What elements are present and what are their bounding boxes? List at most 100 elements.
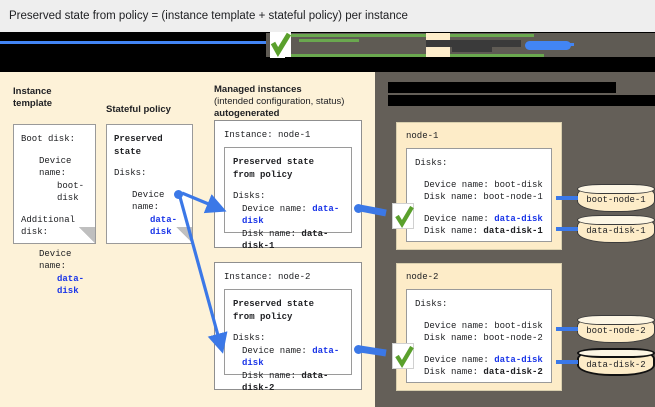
disks-label-node-1: Disks: — [233, 191, 266, 201]
header-check-backdrop — [270, 32, 292, 58]
disk-cylinder-data-disk-2: data-disk-2 — [577, 348, 655, 376]
policy-device-name-label: Device name: — [132, 189, 165, 213]
running-boot-disk-label-1: Disk name: — [424, 192, 479, 202]
disk-label-boot-node-1: boot-node-1 — [586, 195, 646, 205]
header-green-rule-short — [299, 39, 359, 42]
additional-device-name-value: data-disk — [57, 273, 85, 297]
heading-stateful-policy: Stateful policy — [106, 104, 171, 115]
running-boot-disk-value-2: boot-node-2 — [483, 333, 543, 343]
connector-data-disk-1 — [556, 227, 578, 231]
preserved-state-box-node-2: Preserved state from policy Disks: Devic… — [224, 289, 352, 393]
device-name-row-node-1: Device name: data-disk — [233, 203, 343, 228]
running-boot-disk-row-2: Disk name: boot-node-2 — [415, 332, 543, 345]
disk-name-label-node-1: Disk name: — [242, 228, 297, 239]
spacer — [114, 158, 185, 167]
running-data-disk-value-1: data-disk-1 — [483, 226, 543, 236]
connector-boot-node-2 — [556, 327, 578, 331]
running-boot-disk-row-1: Disk name: boot-node-1 — [415, 191, 543, 204]
running-boot-disk-label-2: Disk name: — [424, 333, 479, 343]
disk-cylinder-data-disk-1: data-disk-1 — [577, 215, 655, 243]
instance-template-card: Boot disk: Device name: boot-disk Additi… — [13, 124, 96, 296]
cylinder-lid — [577, 184, 655, 194]
running-boot-device-label-1: Device name: — [424, 179, 489, 190]
green-check-icon — [395, 346, 414, 368]
device-name-value-node-2: data-disk — [242, 345, 340, 369]
page-fold-corner — [176, 227, 193, 244]
green-check-icon — [270, 32, 292, 57]
disk-name-row-node-2: Disk name: data-disk-2 — [233, 370, 343, 395]
boot-disk-label: Boot disk: — [21, 134, 76, 144]
header-black-cap — [285, 57, 655, 72]
policy-disks-label: Disks: — [114, 168, 147, 178]
running-data-disk-row-2: Disk name: data-disk-2 — [415, 366, 543, 379]
running-node-name-2: node-2 — [406, 272, 439, 282]
device-name-label-node-1: Device name: — [242, 203, 307, 214]
running-node-name-1: node-1 — [406, 131, 439, 141]
page-fold-corner — [79, 227, 96, 244]
disk-name-value-node-1: data-disk-1 — [242, 228, 329, 252]
disk-label-boot-node-2: boot-node-2 — [586, 326, 646, 336]
running-data-device-label-2: Device name: — [424, 354, 489, 365]
header-blue-tail — [560, 43, 574, 46]
header-green-rule-bottom — [288, 54, 544, 57]
redacted-header-band — [0, 32, 655, 72]
disk-name-label-node-2: Disk name: — [242, 370, 297, 381]
running-data-device-label-1: Device name: — [424, 213, 489, 224]
running-boot-device-value-2: boot-disk — [494, 320, 543, 331]
running-node-disks-box-1: Disks: Device name: boot-disk Disk name:… — [406, 148, 552, 242]
running-boot-device-row-1: Device name: boot-disk — [415, 179, 543, 192]
spacer — [415, 345, 543, 354]
running-boot-device-value-1: boot-disk — [494, 179, 543, 190]
spacer — [114, 180, 185, 189]
cylinder-lid — [577, 315, 655, 325]
spacer — [415, 311, 543, 320]
running-boot-disk-value-1: boot-node-1 — [483, 192, 543, 202]
heading-managed-instances-l3: autogenerated — [214, 108, 280, 119]
disk-name-row-node-1: Disk name: data-disk-1 — [233, 228, 343, 253]
stateful-policy-card: Preserved state Disks: Device name: data… — [106, 124, 193, 244]
heading-instance-template: Instance template — [13, 86, 53, 109]
device-name-label-node-2: Device name: — [242, 345, 307, 356]
page-title: Preserved state from policy = (instance … — [0, 0, 655, 32]
running-data-device-value-1: data-disk — [494, 213, 543, 224]
managed-node-2-dot — [354, 345, 363, 354]
running-data-disk-value-2: data-disk-2 — [483, 367, 543, 377]
device-name-row-node-2: Device name: data-disk — [233, 345, 343, 370]
additional-device-name-label: Device name: — [39, 248, 72, 272]
disk-label-data-disk-1: data-disk-1 — [586, 226, 646, 236]
spacer — [21, 146, 88, 155]
spacer — [415, 204, 543, 213]
running-boot-device-label-2: Device name: — [424, 320, 489, 331]
boot-device-name-value: boot-disk — [57, 180, 85, 204]
preserved-state-label: Preserved state — [114, 134, 163, 157]
additional-disk-label: Additional disk: — [21, 214, 76, 238]
connector-data-disk-2 — [556, 360, 578, 364]
running-data-device-row-1: Device name: data-disk — [415, 213, 543, 226]
spacer — [233, 181, 343, 190]
instance-label-node-1: Instance: node-1 — [224, 130, 311, 140]
header-blue-pill — [525, 41, 571, 50]
status-check-node-2 — [392, 343, 414, 369]
policy-device-name-value: data-disk — [150, 214, 178, 238]
spacer — [21, 205, 88, 214]
running-boot-device-row-2: Device name: boot-disk — [415, 320, 543, 333]
shade-left-edge — [372, 72, 375, 407]
spacer — [233, 323, 343, 332]
running-data-disk-label-1: Disk name: — [424, 226, 479, 236]
green-check-icon — [395, 206, 414, 228]
redacted-heading-bar-1 — [388, 82, 616, 93]
spacer — [21, 239, 88, 248]
preserved-state-title-node-2: Preserved state from policy — [233, 299, 315, 322]
status-check-node-1 — [392, 203, 414, 229]
redacted-heading-bar-2 — [388, 95, 655, 106]
running-node-disks-box-2: Disks: Device name: boot-disk Disk name:… — [406, 289, 552, 383]
header-dark-fragment-1 — [426, 40, 521, 47]
running-data-disk-row-1: Disk name: data-disk-1 — [415, 225, 543, 238]
disk-name-value-node-2: data-disk-2 — [242, 370, 329, 394]
policy-origin-dot — [174, 190, 183, 199]
running-data-disk-label-2: Disk name: — [424, 367, 479, 377]
header-green-rule-top — [288, 34, 534, 37]
running-disks-label-1: Disks: — [415, 158, 448, 168]
heading-managed-instances-l1: Managed instances — [214, 84, 302, 95]
